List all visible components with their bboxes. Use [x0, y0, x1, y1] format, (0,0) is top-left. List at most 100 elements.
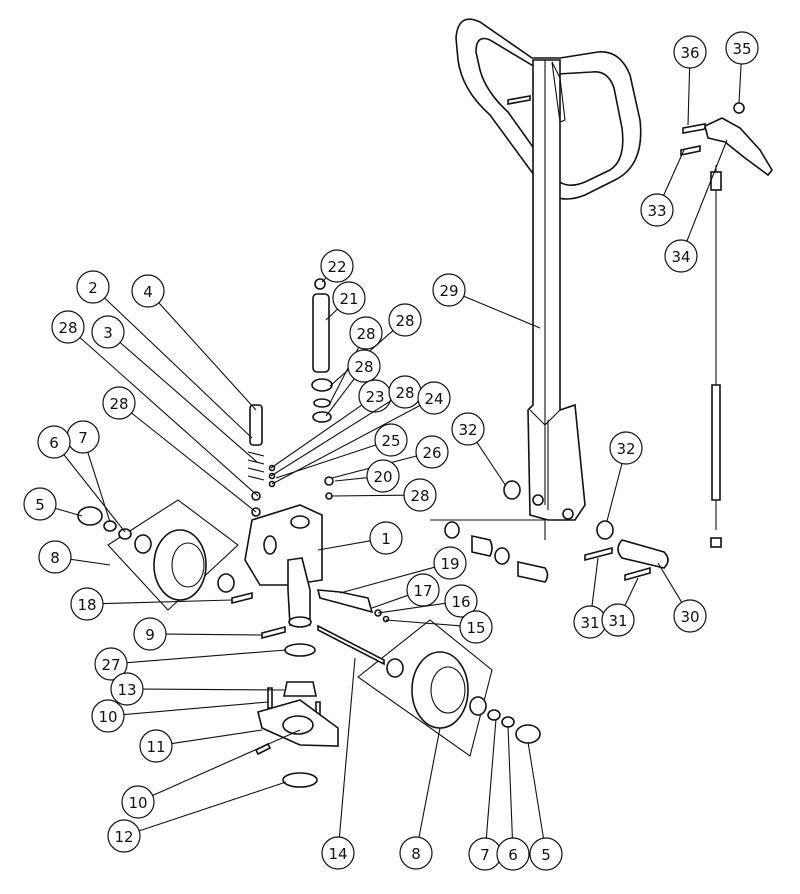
callout-circle	[459, 610, 493, 644]
valve-ball	[382, 615, 390, 623]
seal-small-a	[251, 491, 261, 501]
callout-circle	[70, 587, 104, 621]
callout-label: 14	[328, 845, 347, 863]
pump-side-port	[263, 535, 277, 555]
callout-leader-c5a	[55, 507, 83, 517]
wheel-right-hub	[430, 666, 466, 714]
callout-label: 22	[327, 258, 346, 276]
callout-circle	[529, 837, 563, 871]
callout-label: 16	[451, 593, 470, 611]
callout-leader-c33a	[663, 149, 685, 196]
callout-label: 10	[98, 708, 117, 726]
callout-leader-c3a	[119, 342, 258, 463]
callout-circle	[131, 274, 165, 308]
handle-pivot-hole-right	[562, 508, 574, 520]
bearing-right-b	[469, 696, 487, 716]
callout-leader-c36a	[687, 67, 691, 126]
release-valve	[316, 589, 374, 614]
callout-leader-c1a	[317, 540, 371, 551]
callout-label: 3	[103, 324, 113, 342]
callout-c4a: 4	[131, 274, 165, 308]
callout-circle	[664, 239, 698, 273]
callout-label: 28	[356, 325, 375, 343]
left-wheel-frame	[107, 499, 239, 611]
callout-label: 34	[671, 248, 690, 266]
pump-port	[290, 515, 310, 529]
right-wheel-assembly	[317, 619, 541, 757]
right-wheel-frame	[357, 619, 493, 757]
callout-label: 8	[411, 845, 421, 863]
callout-c28a: 28	[51, 310, 85, 344]
bushing-mid-c	[494, 547, 510, 565]
callout-c17a: 17	[406, 573, 440, 607]
callout-label: 5	[35, 496, 45, 514]
axle-pin	[617, 539, 669, 569]
callout-c9a: 9	[133, 617, 167, 651]
callout-circle	[51, 310, 85, 344]
callout-label: 36	[680, 44, 699, 62]
bearing-right-a	[386, 658, 404, 678]
callout-c28d: 28	[347, 349, 381, 383]
rod-chain	[711, 384, 721, 501]
bushing-mid-a	[444, 521, 460, 539]
dashed-guide	[430, 519, 546, 540]
callout-c36a: 36	[673, 35, 707, 69]
callout-circle	[37, 425, 71, 459]
handle-lever-slot	[551, 61, 566, 123]
callout-circle	[347, 349, 381, 383]
callout-circle	[417, 381, 451, 415]
retaining-ring	[282, 772, 318, 788]
callout-c16a: 16	[444, 584, 478, 618]
callout-leader-c11a	[171, 729, 263, 745]
callout-c28e: 28	[388, 375, 422, 409]
piston-ring	[313, 398, 331, 408]
callout-leader-c13a	[142, 688, 285, 691]
callout-label: 31	[580, 614, 599, 632]
callout-leader-c16a	[377, 602, 446, 614]
callout-c31b: 31	[601, 603, 635, 637]
callout-leader-c35a	[738, 63, 742, 104]
bushing-left	[503, 480, 521, 500]
callout-c2a: 2	[76, 270, 110, 304]
callout-circle	[110, 672, 144, 706]
callout-label: 28	[109, 395, 128, 413]
callout-c28c: 28	[349, 316, 383, 350]
thrust-bearing	[283, 681, 317, 697]
callout-label: 9	[145, 626, 155, 644]
callout-label: 5	[541, 846, 551, 864]
callout-c19a: 19	[433, 546, 467, 580]
callout-circle	[102, 386, 136, 420]
callout-circle	[91, 315, 125, 349]
handle-pin	[507, 95, 531, 105]
callout-c7a: 7	[66, 420, 100, 454]
callout-c5b: 5	[529, 837, 563, 871]
callout-label: 21	[339, 290, 358, 308]
callout-leader-c10b	[152, 729, 301, 797]
callout-circle	[609, 431, 643, 465]
callout-label: 29	[439, 282, 458, 300]
callout-circle	[433, 546, 467, 580]
callout-label: 2	[88, 279, 98, 297]
callout-c27a: 27	[94, 647, 128, 681]
callout-leader-c8a	[70, 558, 111, 566]
callout-leader-c28f	[131, 412, 257, 513]
callout-c28g: 28	[403, 478, 437, 512]
callout-leader-c2a	[104, 297, 253, 439]
callout-circle	[91, 699, 125, 733]
callout-circle	[601, 603, 635, 637]
callout-circle	[388, 303, 422, 337]
callout-circle	[107, 819, 141, 853]
wheel-left-hub	[171, 542, 205, 588]
callout-c13a: 13	[110, 672, 144, 706]
callout-c1a: 1	[369, 521, 403, 555]
callout-label: 1	[381, 530, 391, 548]
callout-label: 8	[50, 549, 60, 567]
callout-leader-c28g	[331, 494, 405, 497]
pump-piston	[312, 293, 330, 373]
callout-c8a: 8	[38, 540, 72, 574]
callout-label: 15	[466, 619, 485, 637]
callout-circle	[673, 599, 707, 633]
bearing-ring	[284, 643, 316, 657]
callout-leader-c4a	[158, 302, 257, 411]
